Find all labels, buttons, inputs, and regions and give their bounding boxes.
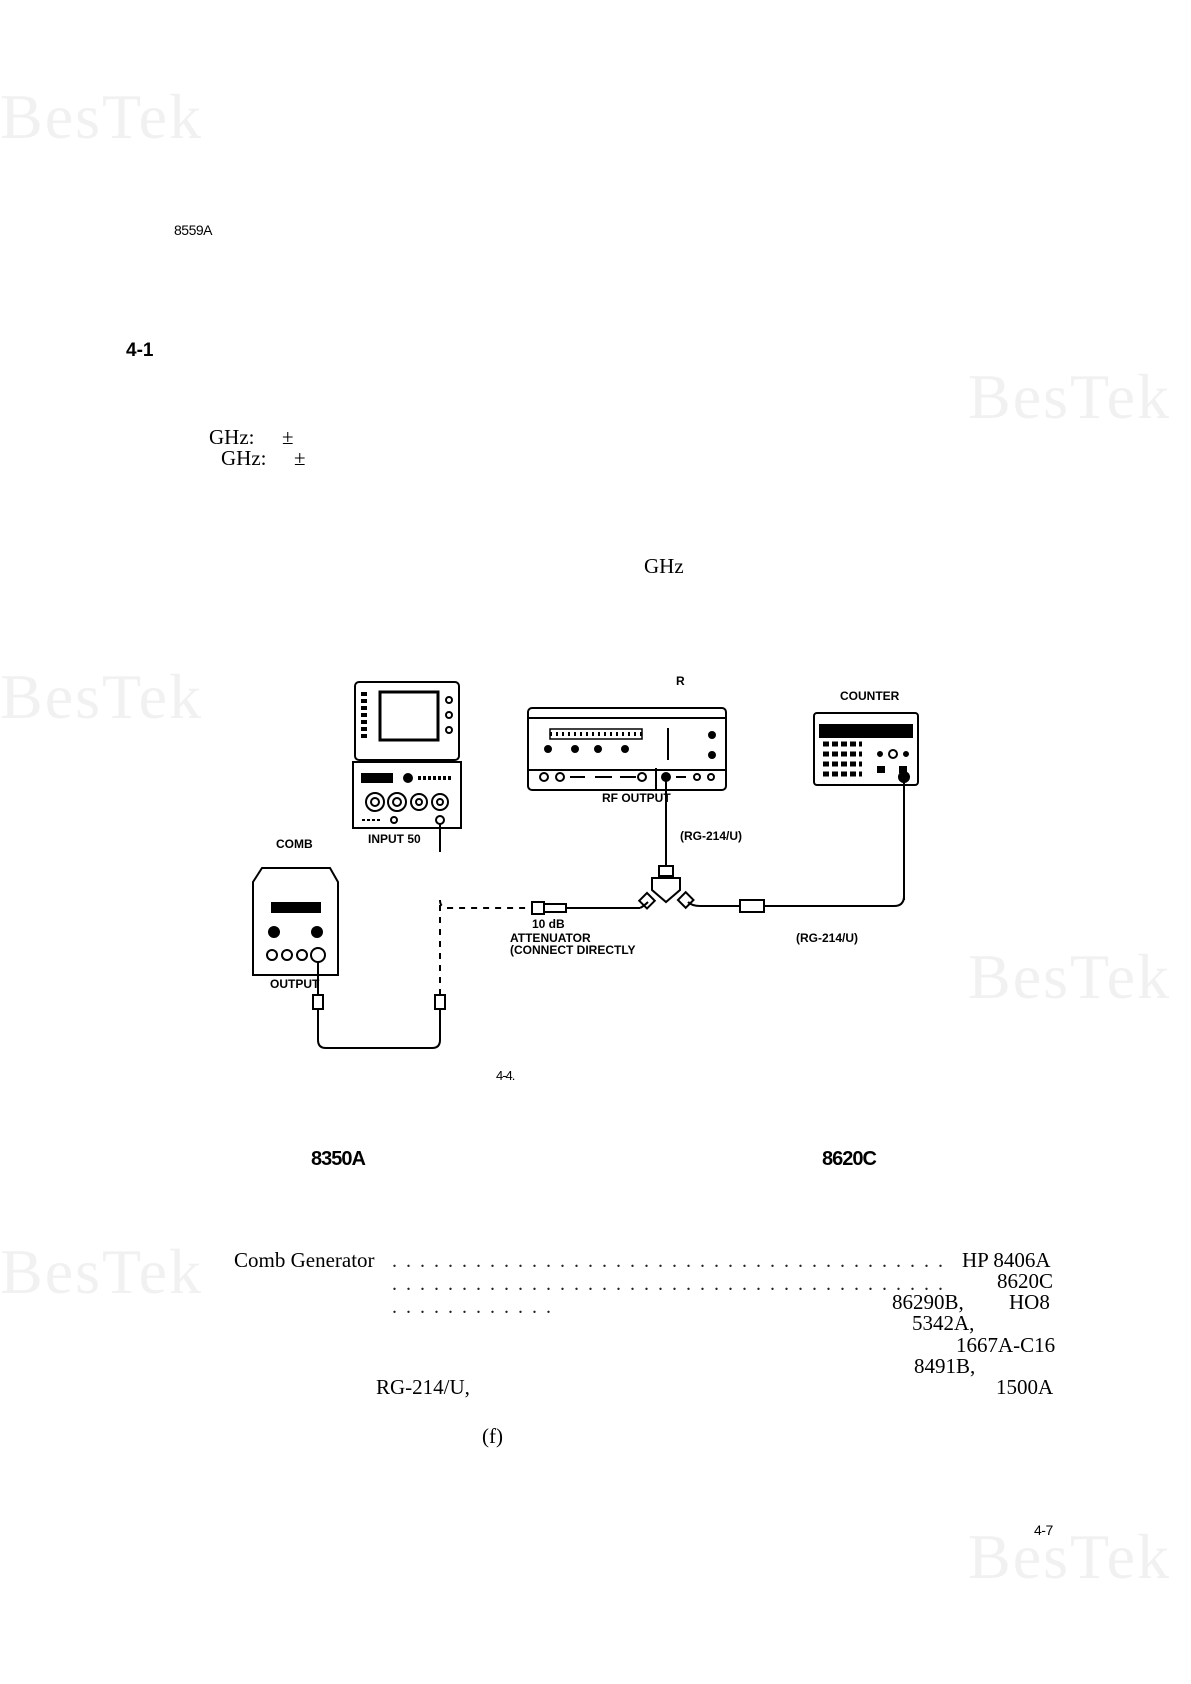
equipment-item-1-name: Comb Generator (234, 1248, 375, 1272)
equipment-note: (f) (482, 1424, 503, 1448)
watermark: BesTek (968, 1521, 1172, 1592)
header-model: 8559A (174, 222, 212, 238)
page-number: 4-7 (1034, 1522, 1053, 1538)
equipment-model: 5342A, (912, 1311, 975, 1335)
spectrum-analyzer-icon (352, 681, 462, 852)
attenuator-icon (531, 901, 640, 915)
spec-line-2-symbol: ± (294, 446, 306, 470)
attenuator-value: 10 dB (532, 917, 565, 931)
cable-label-1: (RG-214/U) (680, 829, 742, 843)
input-label: INPUT 50 (368, 832, 421, 846)
counter-icon (813, 712, 919, 900)
watermark: BesTek (968, 361, 1172, 432)
equipment-model: 1667A-C16 (956, 1333, 1056, 1357)
spec-line-2-unit: GHz: (221, 446, 267, 470)
equipment-cable: RG-214/U, (376, 1375, 470, 1399)
equipment-model: 86290B, (892, 1290, 964, 1314)
equipment-model: 8620C (997, 1269, 1054, 1293)
power-splitter-icon (637, 865, 905, 913)
equipment-item-1-model: HP 8406A (962, 1248, 1051, 1272)
comb-output-label: OUTPUT (270, 977, 320, 991)
dot-leader: . . . . . . . . . . . . . . . . . . . . … (392, 1250, 945, 1318)
comb-generator-icon (252, 867, 532, 1049)
sweeper-label: R (676, 674, 685, 688)
figure-caption: 4-4. (496, 1068, 515, 1083)
spec-line-1-unit: GHz: (209, 425, 255, 449)
section-number: 4-1 (126, 340, 154, 361)
cable-label-2: (RG-214/U) (796, 931, 858, 945)
rf-output-label: RF OUTPUT (602, 791, 671, 805)
equipment-model: HO8 (1009, 1290, 1050, 1314)
watermark: BesTek (0, 81, 204, 152)
comb-label: COMB (276, 837, 313, 851)
equipment-model: 8491B, (914, 1354, 976, 1378)
spec-line-1-symbol: ± (282, 425, 294, 449)
sweeper-icon (527, 707, 727, 866)
attenuator-label: ATTENUATOR (510, 931, 591, 945)
counter-label: COUNTER (840, 689, 900, 703)
model-right: 8620C (822, 1148, 877, 1170)
watermark: BesTek (0, 1236, 204, 1307)
body-ghz: GHz (644, 554, 684, 578)
equipment-model: 1500A (996, 1375, 1054, 1399)
connect-note: (CONNECT DIRECTLY (510, 943, 636, 957)
test-setup-diagram: INPUT 50 R RF OUTPUT (RG-214/U) COUNTER (252, 674, 919, 1049)
model-left: 8350A (311, 1148, 366, 1170)
